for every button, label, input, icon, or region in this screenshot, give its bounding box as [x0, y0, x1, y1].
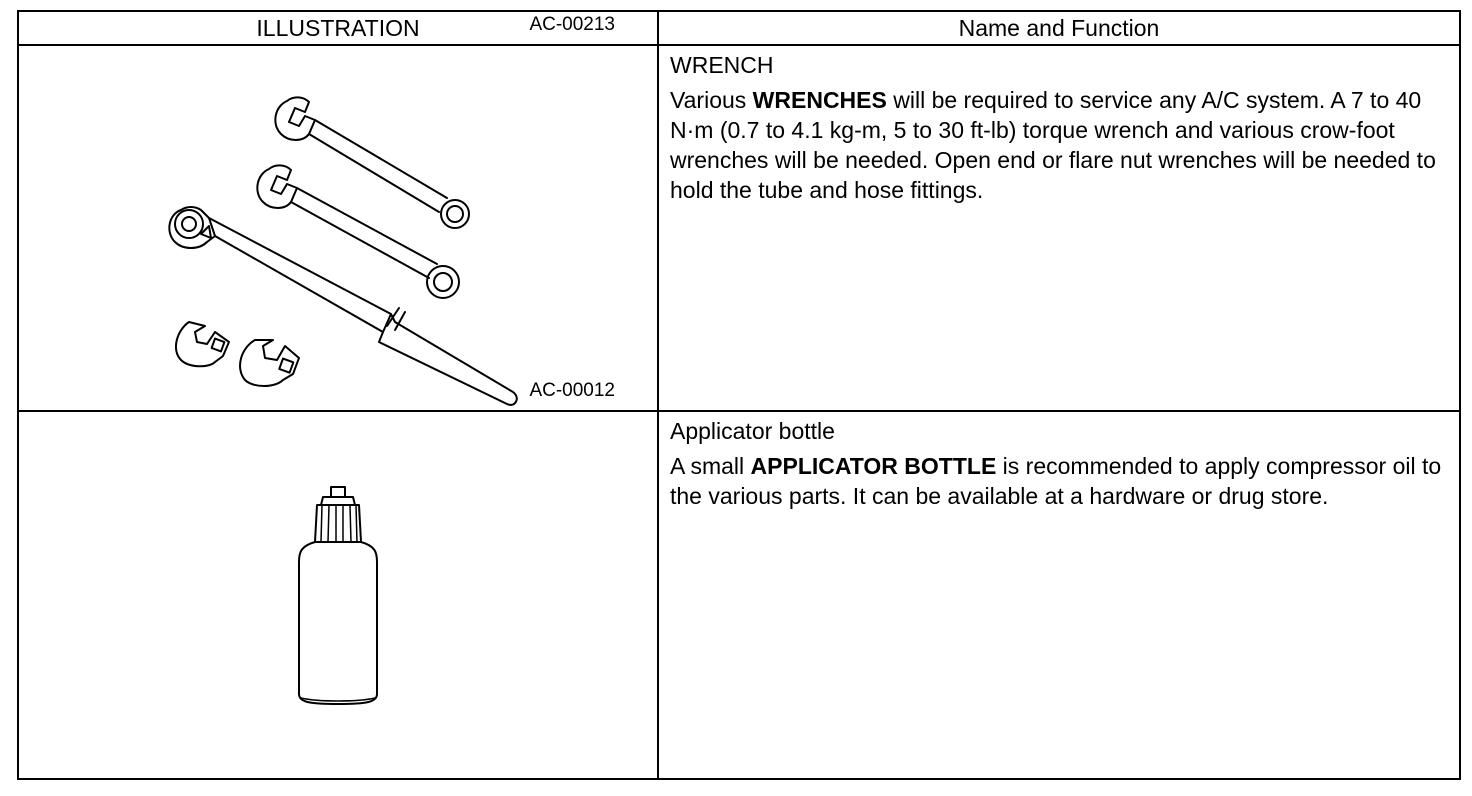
tool-name: Applicator bottle [670, 418, 835, 444]
tool-description: A small APPLICATOR BOTTLE is recommended… [670, 453, 1442, 509]
description-cell: Applicator bottle A small APPLICATOR BOT… [657, 410, 1461, 780]
header-row: ILLUSTRATION Name and Function [17, 10, 1461, 46]
illustration-cell: AC-00213 [17, 14, 659, 412]
illustration-code: AC-00012 [529, 380, 615, 401]
wrench-set-icon [168, 96, 518, 406]
name-function-header: Name and Function [657, 10, 1461, 46]
applicator-bottle-icon [298, 486, 378, 705]
description-cell: WRENCH Various WRENCHES will be required… [657, 44, 1461, 412]
illustration-cell: AC-00012 [17, 380, 659, 780]
tool-description: Various WRENCHES will be required to ser… [670, 87, 1436, 203]
tool-name: WRENCH [670, 52, 774, 78]
table-row: AC-00213 WRENCH Various WRENCHES will be… [17, 14, 1461, 412]
tools-table: ILLUSTRATION Name and Function [17, 10, 1461, 780]
table-row: AC-00012 Applicator bottle A small APPLI… [17, 380, 1461, 780]
illustration-header: ILLUSTRATION [17, 10, 659, 46]
illustration-code: AC-00213 [529, 14, 615, 35]
